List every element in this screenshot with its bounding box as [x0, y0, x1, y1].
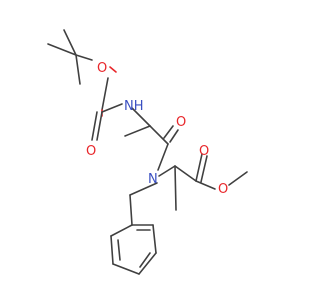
boc-carbamate	[91, 66, 123, 141]
atom-o-boc-carbonyl: O	[86, 144, 96, 159]
benzene-ring	[110, 224, 157, 275]
atom-o-amide-carbonyl: O	[176, 115, 186, 130]
molecule-diagram: O O NH O N O O	[47, 29, 248, 275]
tert-butyl-group	[47, 29, 93, 85]
atom-o-ester-carbonyl: O	[199, 144, 209, 159]
alanine-backbone	[124, 107, 179, 171]
amine-branches	[129, 165, 197, 226]
atom-o-ester-methoxy: O	[218, 182, 228, 197]
atom-o-boc-ester: O	[97, 61, 107, 76]
atom-n-tertiary: N	[148, 172, 158, 187]
atom-nh: NH	[124, 99, 144, 114]
methyl-ester	[195, 153, 248, 190]
